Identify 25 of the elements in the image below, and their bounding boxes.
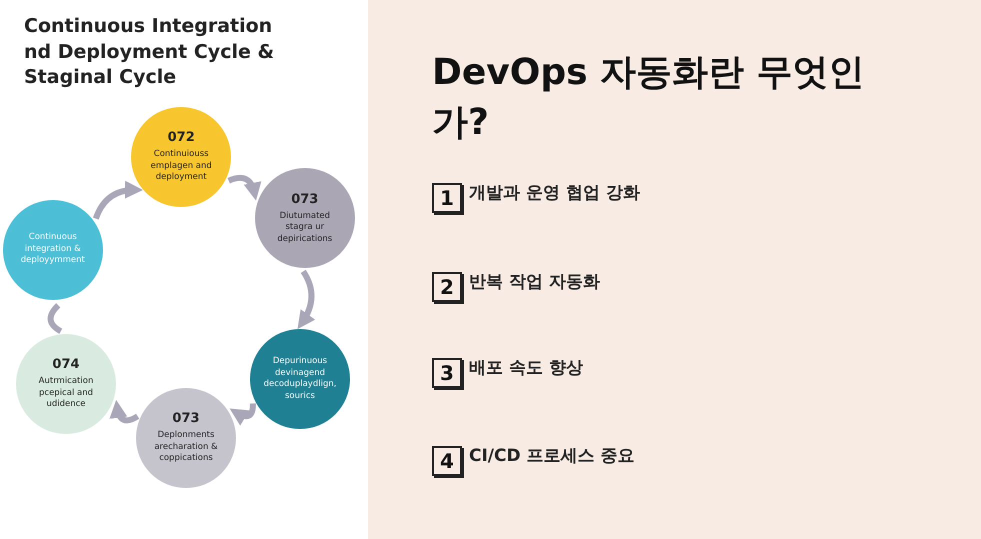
list-item-text: CI/CD 프로세스 중요 xyxy=(469,445,634,467)
arrow xyxy=(93,181,143,220)
heading: Continuous Integration nd Deployment Cycle & Staginal Cycle xyxy=(24,14,276,90)
arrow xyxy=(228,174,261,201)
step-text: Diutumated stagra ur depirications xyxy=(276,210,334,246)
step-text: Deplonments arecharation & coppications xyxy=(153,430,219,465)
number-badge: 4 xyxy=(432,446,462,476)
list-item-text: 배포 속도 향상 xyxy=(469,357,583,379)
arrow xyxy=(230,403,256,426)
list-item-text: 개발과 운영 협업 강화 xyxy=(469,182,640,204)
step-text: Autrmication pcepical and udidence xyxy=(38,376,94,411)
number-badge: 2 xyxy=(432,272,462,302)
arrow xyxy=(110,400,140,424)
step-number: 073 xyxy=(291,192,318,207)
step-number: 073 xyxy=(172,411,200,426)
step-number: 074 xyxy=(52,357,80,372)
list-item-text: 반복 작업 자동화 xyxy=(469,271,600,293)
step-text: Continuiouss emplagen and deployment xyxy=(150,149,213,184)
arrow xyxy=(298,270,316,330)
step-text: Depurinuous devinagend decoduplaydlign, sourics xyxy=(264,356,336,402)
step-number: 072 xyxy=(168,130,195,146)
number-badge: 3 xyxy=(432,358,462,388)
title: DevOps 자동화란 무엇인가? xyxy=(432,51,866,146)
number-badge: 1 xyxy=(432,183,462,213)
step-text: Continuous integration & deployymment xyxy=(20,232,86,267)
